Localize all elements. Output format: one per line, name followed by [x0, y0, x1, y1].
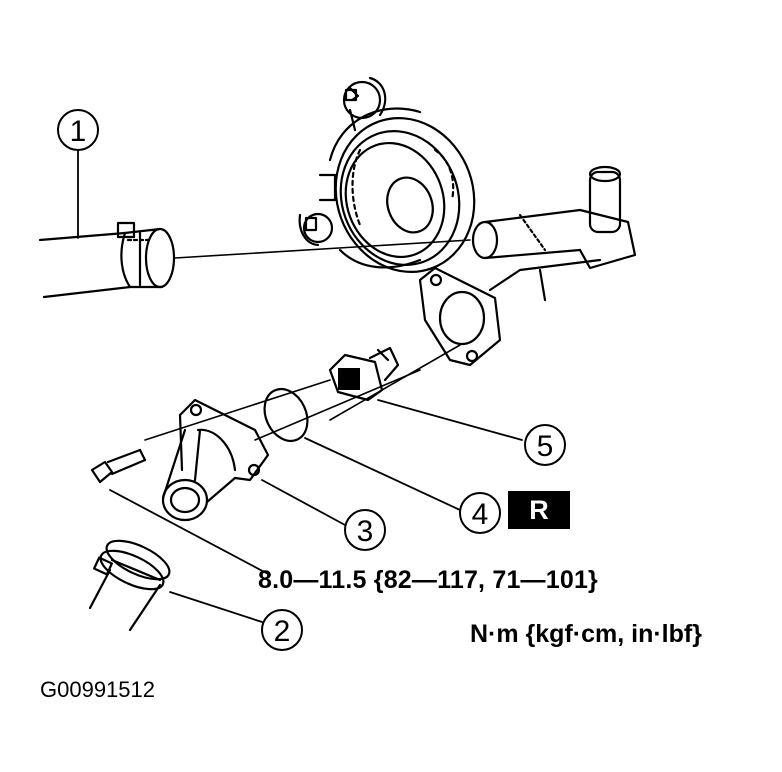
callout-3-label: 3	[357, 515, 374, 548]
part-4-gasket	[263, 388, 309, 442]
replace-badge: R	[508, 491, 570, 529]
callout-1-label: 1	[70, 115, 87, 148]
callout-circles	[57, 109, 566, 651]
callout-4-label: 4	[472, 498, 489, 531]
callout-circle-3	[344, 509, 386, 551]
inlet-flange	[418, 266, 502, 367]
torque-units: N·m {kgf·cm, in·lbf}	[470, 620, 702, 648]
callout-circle-4	[459, 492, 501, 534]
pulley-lower-bolt	[298, 212, 334, 247]
water-pump-pulley	[318, 107, 476, 273]
callout-circle-5	[524, 424, 566, 466]
callout-2-label: 2	[274, 615, 291, 648]
pulley-upper-bolt	[342, 76, 387, 120]
callout-circle-1	[57, 109, 99, 151]
figure-id: G00991512	[40, 677, 155, 702]
part-3-housing	[161, 398, 270, 522]
part-2-hose	[88, 539, 171, 632]
part-5-thermostat	[328, 346, 400, 402]
callout-5-label: 5	[537, 430, 554, 463]
water-inlet-pipe	[471, 165, 637, 302]
torque-spec: 8.0—11.5 {82—117, 71—101}	[258, 566, 598, 594]
leader-lines	[77, 149, 523, 623]
part-1-hose	[38, 221, 176, 299]
callout-circle-2	[261, 609, 303, 651]
alignment-lines	[144, 239, 471, 441]
housing-bolt	[90, 448, 147, 484]
